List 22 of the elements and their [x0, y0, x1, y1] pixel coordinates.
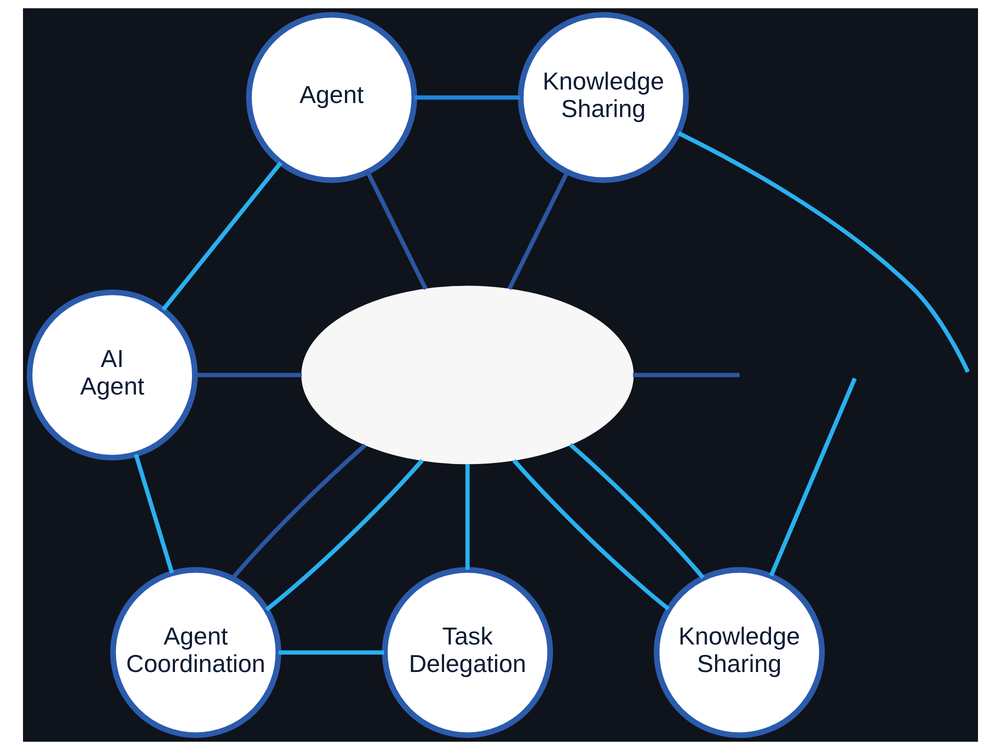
node-circle: Knowledge Sharing	[517, 12, 688, 184]
connector	[133, 454, 174, 574]
node-circle: Knowledge Sharing	[653, 566, 824, 738]
connector	[278, 650, 384, 655]
connector	[632, 372, 740, 378]
node-circle: Task Delegation	[381, 566, 553, 738]
connector	[464, 464, 470, 570]
connector	[161, 161, 282, 311]
node-circle: AI Agent	[26, 289, 198, 461]
connector	[365, 170, 428, 290]
node-circle: Agent	[246, 12, 417, 184]
node-cloud	[300, 286, 634, 464]
connector	[568, 442, 704, 580]
connector	[677, 131, 970, 373]
connector	[768, 378, 856, 577]
connector	[512, 459, 670, 611]
connector	[414, 95, 520, 100]
connector	[230, 444, 366, 580]
connector	[195, 372, 302, 378]
connector	[506, 170, 569, 290]
connector	[264, 459, 424, 612]
node-circle: Agent Coordination	[110, 566, 281, 738]
